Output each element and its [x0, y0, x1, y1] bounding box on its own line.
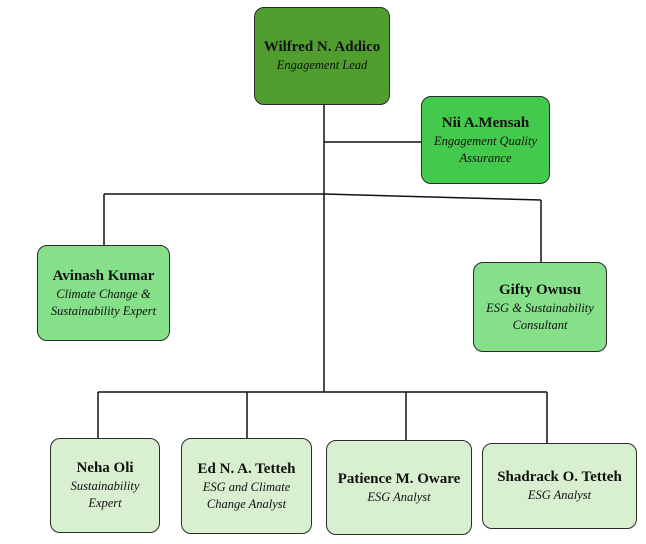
analyst-node: Neha Oli Sustainability Expert	[50, 438, 160, 533]
lead-name: Wilfred N. Addico	[263, 39, 381, 55]
expert-role: Climate Change & Sustainability Expert	[50, 286, 157, 318]
expert-name: Avinash Kumar	[52, 267, 155, 284]
analyst-name: Shadrack O. Tetteh	[497, 469, 622, 485]
expert-node: Gifty Owusu ESG & Sustainability Consult…	[473, 262, 607, 352]
analyst-role: ESG Analyst	[367, 489, 431, 504]
quality-role: Engagement Quality Assurance	[433, 133, 538, 165]
analyst-name: Ed N. A. Tetteh	[197, 460, 296, 477]
expert-node: Avinash Kumar Climate Change & Sustainab…	[37, 245, 170, 341]
lead-role: Engagement Lead	[276, 58, 368, 72]
analyst-node: Ed N. A. Tetteh ESG and Climate Change A…	[181, 438, 312, 534]
expert-name: Gifty Owusu	[498, 281, 582, 298]
expert-role: ESG & Sustainability Consultant	[486, 300, 594, 332]
analyst-node: Shadrack O. Tetteh ESG Analyst	[482, 443, 637, 529]
analyst-name: Patience M. Oware	[337, 470, 461, 487]
connector-experts-right	[323, 193, 542, 201]
analyst-name: Neha Oli	[76, 460, 134, 476]
analyst-node: Patience M. Oware ESG Analyst	[326, 440, 472, 535]
analyst-role: ESG Analyst	[527, 488, 592, 502]
quality-name: Nii A.Mensah	[441, 114, 530, 131]
analyst-role: Sustainability Expert	[70, 479, 140, 510]
quality-node: Nii A.Mensah Engagement Quality Assuranc…	[421, 96, 550, 184]
analyst-role: ESG and Climate Change Analyst	[202, 479, 291, 511]
lead-node: Wilfred N. Addico Engagement Lead	[254, 7, 390, 105]
